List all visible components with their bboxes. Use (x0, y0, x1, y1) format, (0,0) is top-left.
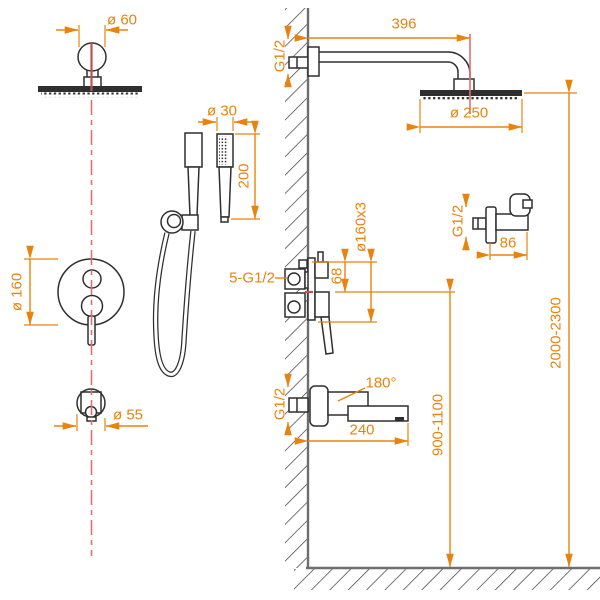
rain-head-nozzles (423, 96, 519, 102)
dim-head-height: 2000-2300 (548, 297, 565, 369)
dim-handshower-diameter-group: ø 30 (198, 103, 252, 131)
dim-arm-length: 396 (391, 16, 416, 33)
dimension-annotations: ø 60 396 G1/2 ø 250 ø 30 (9, 12, 577, 568)
rain-head-disc (420, 90, 522, 96)
spout-escutcheon-side (309, 385, 329, 427)
spout-side-drawing (288, 385, 409, 427)
shower-arm-drawing (288, 46, 522, 102)
dim-mixer-connections-group: 5-G1/2 (229, 270, 287, 287)
dim-spout-height: 900-1100 (430, 394, 447, 456)
dim-ball-diameter: ø 60 (107, 12, 137, 29)
spout-arm (347, 405, 409, 422)
dim-spout-thread: G1/2 (272, 388, 289, 421)
diverter-knob-side (314, 261, 329, 279)
mixer-port-circle-bottom (287, 300, 301, 314)
dim-spout-plate: ø 55 (113, 407, 143, 424)
dim-arm-thread: G1/2 (272, 40, 289, 73)
mixer-top-port (298, 259, 308, 269)
handshower-handle (187, 166, 200, 217)
holder-hook-notch (522, 199, 533, 209)
dim-spout-length-group: 240 (294, 422, 409, 446)
dim-spout-plate-group: ø 55 (54, 407, 148, 431)
dim-spout-length: 240 (349, 422, 374, 439)
outlet-escutcheon (485, 206, 497, 244)
centerlines (90, 34, 471, 556)
floor-hatching (294, 569, 600, 590)
dim-spout-thread-group: G1/2 (272, 373, 292, 436)
dim-ball-diameter-group: ø 60 (56, 12, 137, 47)
holder-bracket (181, 214, 199, 231)
dim-holder-thread: G1/2 (450, 205, 467, 238)
holder-ring-inner (166, 213, 182, 229)
head-connector (453, 78, 475, 92)
arm-tube-outer (319, 51, 471, 79)
dim-mixer-plate: ø160x3 (353, 202, 370, 252)
dim-handshower-length: 200 (236, 163, 253, 188)
outlet-stub (472, 217, 487, 230)
head-disc (38, 86, 142, 92)
dim-holder-projection: 86 (500, 235, 517, 252)
dim-spout-height-group: 900-1100 (430, 278, 454, 568)
ceiling-shower-head-drawing (38, 42, 142, 98)
dim-mixer-plate-front: ø 160 (9, 273, 26, 311)
dim-head-diameter-group: ø 250 (406, 99, 523, 133)
dim-head-height-group: 2000-2300 (524, 79, 577, 568)
mixer-trim-plate-side (307, 257, 316, 321)
dim-mixer-offset: 68 (329, 268, 346, 285)
arm-escutcheon (307, 46, 320, 77)
spout-stub (288, 397, 309, 413)
mixer-side-drawing (284, 251, 334, 355)
dim-mixer-side-group: 68 ø160x3 (312, 202, 455, 323)
lever-hub-side (314, 291, 330, 318)
dim-arm-length-group: 396 (294, 16, 471, 42)
wall-outlet-holder-drawing (472, 193, 533, 244)
arm-tube-inner (319, 61, 459, 79)
handshower-front-handle (218, 166, 232, 218)
mixer-port-circle-top (287, 272, 301, 286)
handshower-face (184, 132, 203, 168)
dim-mixer-connections: 5-G1/2 (229, 270, 275, 287)
spout-aerator-side (395, 417, 404, 421)
lever-handle-side (320, 316, 334, 355)
dim-head-diameter: ø 250 (450, 105, 488, 122)
dim-spout-swivel: 180° (365, 375, 396, 392)
handshower-drawing (152, 132, 234, 378)
head-nozzles (41, 92, 140, 98)
dim-handshower-diameter: ø 30 (207, 103, 237, 120)
dim-mixer-front-group: ø 160 (9, 245, 58, 326)
handshower-front-tip (220, 216, 229, 223)
arm-wall-stub (288, 56, 309, 69)
handshower-front-face (219, 136, 228, 165)
hose-fill (154, 230, 195, 376)
dim-arm-thread-group: G1/2 (272, 25, 292, 88)
dim-handshower-length-group: 200 (231, 120, 260, 220)
dim-spout-swivel-group: 180° (337, 375, 397, 402)
dim-holder-group: G1/2 86 (450, 193, 528, 260)
